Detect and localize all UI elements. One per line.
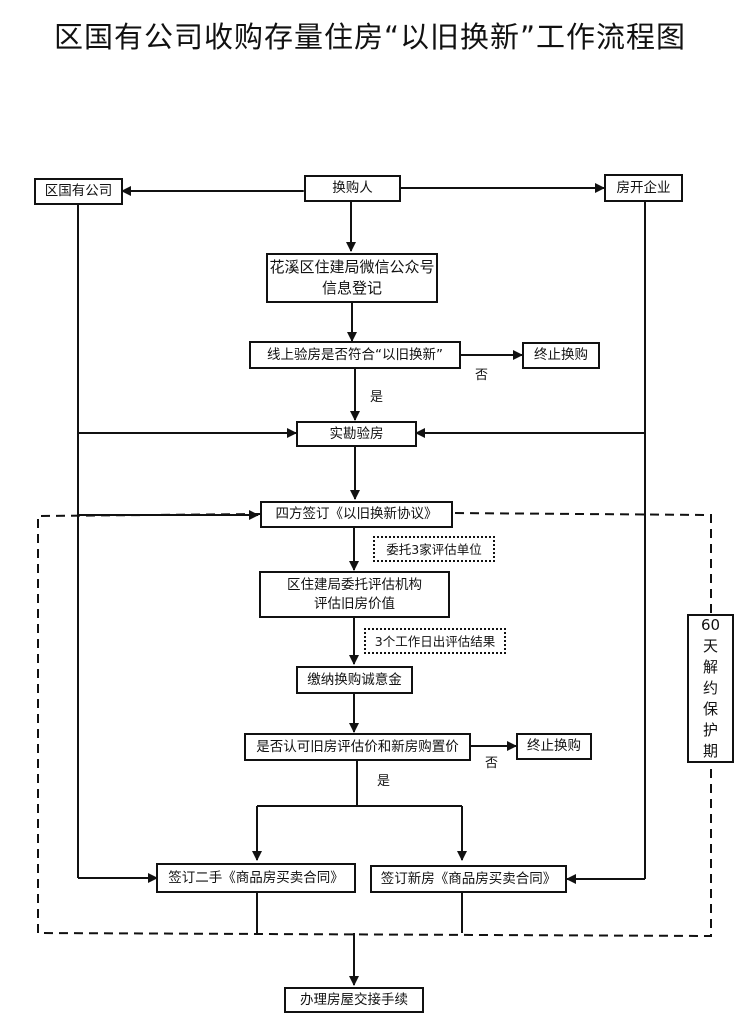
node-contract-old: 签订二手《商品房买卖合同》	[156, 863, 356, 893]
edge-label-yes1: 是	[370, 390, 384, 405]
node-register: 花溪区住建局微信公众号 信息登记	[266, 253, 438, 303]
protection-period-char: 保	[702, 700, 718, 718]
protection-period-region	[37, 512, 712, 938]
protection-period-char: 期	[702, 742, 718, 760]
node-guoyou: 区国有公司	[34, 178, 123, 205]
node-register-line2: 信息登记	[321, 279, 382, 297]
page-title: 区国有公司收购存量住房“以旧换新”工作流程图	[53, 20, 687, 54]
protection-period-char: 约	[702, 679, 718, 697]
node-evaluate-line1: 区住建局委托评估机构	[287, 576, 422, 593]
node-protection-period: 60 天解约保护期	[687, 614, 734, 763]
node-developer: 房开企业	[604, 174, 683, 202]
node-register-line1: 花溪区住建局微信公众号	[269, 258, 435, 276]
protection-period-char: 天	[702, 637, 718, 655]
edge-label-no2: 否	[485, 756, 499, 771]
node-deposit: 缴纳换购诚意金	[296, 666, 413, 694]
node-result-note: 3个工作日出评估结果	[364, 628, 506, 654]
edge-label-yes2: 是	[377, 774, 391, 789]
protection-period-char: 解	[702, 658, 718, 676]
protection-period-char: 60	[700, 616, 721, 634]
node-contract-new: 签订新房《商品房买卖合同》	[370, 865, 567, 893]
protection-period-char: 护	[702, 721, 718, 739]
node-evaluate: 区住建局委托评估机构 评估旧房价值	[259, 571, 450, 618]
node-stop1: 终止换购	[522, 342, 600, 369]
edge-label-no1: 否	[475, 368, 489, 383]
node-handover: 办理房屋交接手续	[284, 987, 424, 1013]
node-four-party: 四方签订《以旧换新协议》	[260, 501, 453, 528]
node-buyer: 换购人	[304, 175, 401, 202]
node-online-check: 线上验房是否符合“以旧换新”	[249, 341, 461, 369]
node-entrust-note: 委托3家评估单位	[373, 536, 495, 562]
node-accept-price: 是否认可旧房评估价和新房购置价	[244, 733, 471, 761]
node-stop2: 终止换购	[516, 733, 592, 760]
node-evaluate-line2: 评估旧房价值	[314, 595, 395, 612]
node-onsite-check: 实勘验房	[296, 421, 417, 447]
